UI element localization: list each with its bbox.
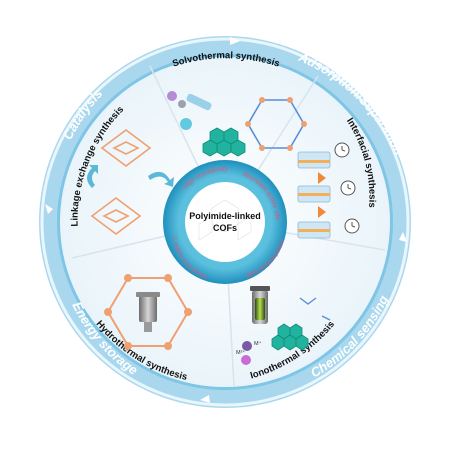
center-title-line2: COFs: [213, 223, 237, 233]
flask-icon: [186, 93, 212, 111]
solvothermal-illustration: [167, 91, 307, 157]
linkage-exchange-illustration: [87, 129, 174, 235]
metal-ion-m-plus: [242, 341, 252, 351]
ring-arrow-bottom: [200, 395, 210, 403]
hydrothermal-illustration: [104, 274, 192, 350]
exchange-arrow-icon: [87, 165, 174, 188]
droplet-teal: [180, 118, 192, 130]
central-hub: Polyimide-linked COFs: [163, 160, 287, 284]
hub-hex-pattern: [198, 199, 252, 241]
linker-molecule-icon: [299, 297, 331, 321]
hydrothermal-autoclave: [136, 292, 160, 332]
ring-arrow-left: [45, 204, 53, 214]
metal-ion-m-plus-label: M⁺: [254, 340, 262, 347]
framework-upper: [100, 129, 152, 167]
ring-arrow-right: [399, 232, 407, 242]
hexagonal-cluster-ion: [271, 323, 309, 351]
framework-lower: [90, 197, 142, 235]
metal-ion-m-2plus: [241, 355, 251, 365]
metal-ion-m-2plus-label: M²⁺: [236, 349, 245, 356]
hexagonal-cluster: [202, 127, 246, 157]
interfacial-illustration: [297, 142, 360, 239]
monomer-ball-purple: [167, 91, 177, 101]
alarm-clock-icon: [334, 142, 360, 234]
process-arrow-icon: [318, 172, 326, 218]
center-title-line1: Polyimide-linked: [189, 211, 261, 221]
cof-ring-nodes: [245, 97, 307, 151]
ionothermal-illustration: M⁺ M²⁺: [236, 286, 331, 365]
hydro-framework-nodes: [104, 274, 192, 350]
glowing-liner: [255, 298, 265, 320]
ring-arrow-top: [230, 37, 240, 45]
monomer-ball-grey: [178, 100, 186, 108]
